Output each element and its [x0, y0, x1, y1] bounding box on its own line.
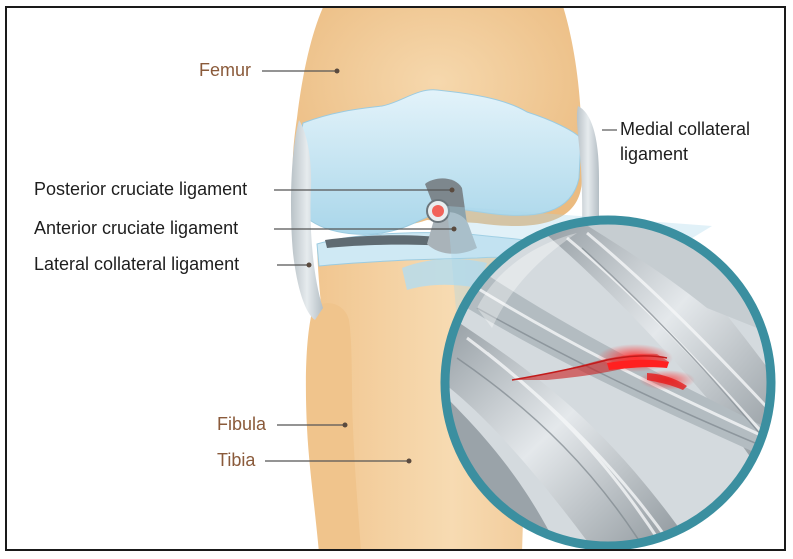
knee-illustration — [7, 8, 786, 551]
diagram-frame: Femur Medial collateral ligament Posteri… — [5, 6, 786, 551]
label-tibia: Tibia — [217, 451, 255, 469]
label-medial-collateral-line1: Medial collateral — [620, 120, 750, 138]
label-anterior-cruciate: Anterior cruciate ligament — [34, 219, 238, 237]
label-posterior-cruciate: Posterior cruciate ligament — [34, 180, 247, 198]
label-medial-collateral-line2: ligament — [620, 145, 688, 163]
label-femur: Femur — [199, 61, 251, 79]
label-lateral-collateral: Lateral collateral ligament — [34, 255, 239, 273]
label-fibula: Fibula — [217, 415, 266, 433]
